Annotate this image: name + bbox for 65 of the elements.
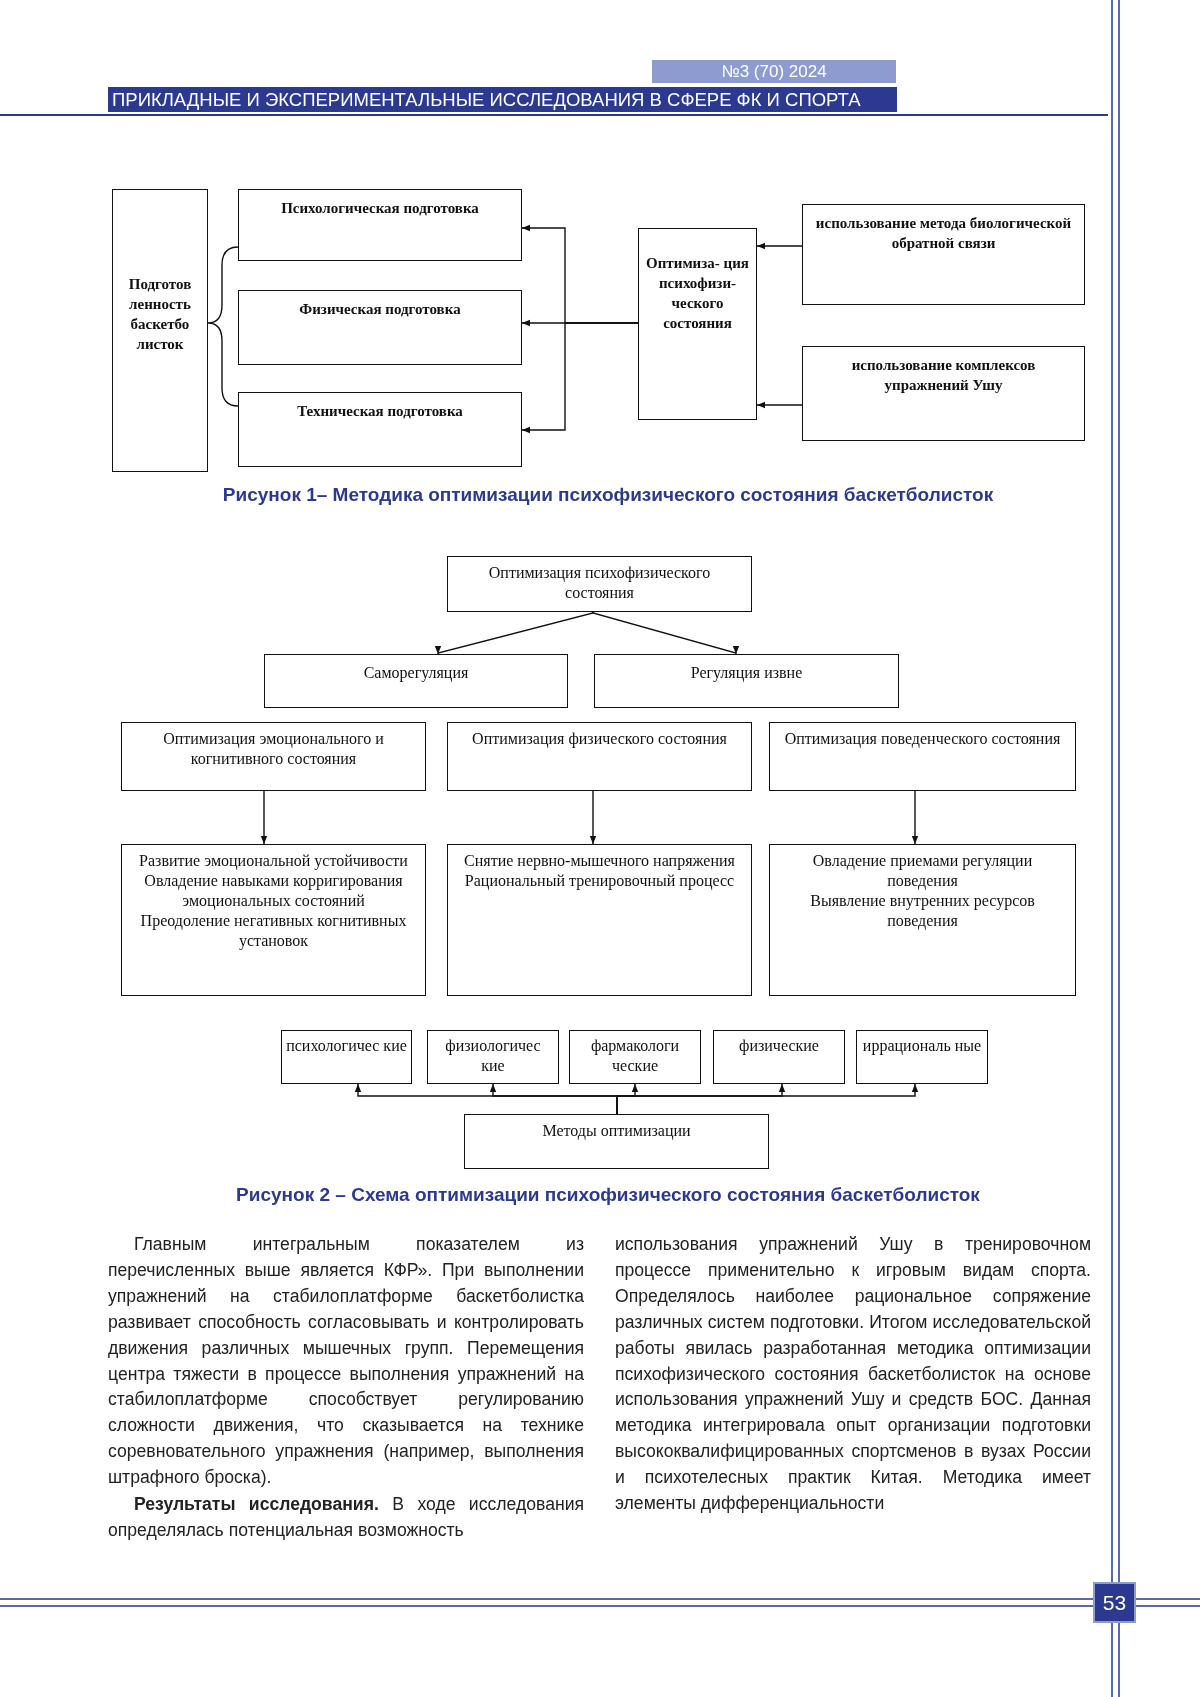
- arrow: [911, 790, 919, 845]
- box-label: Преодоление негативных когнитивных установок: [139, 911, 408, 951]
- arrow: [434, 611, 594, 655]
- box-label: Оптимизация физического состояния: [471, 729, 728, 749]
- arrow: [756, 242, 803, 250]
- body-paragraph: Результаты исследования. В ходе исследования определялась потенциальная возможность: [108, 1493, 584, 1542]
- arrow: [616, 1083, 919, 1115]
- process-box: [713, 1030, 845, 1084]
- box-label: Техническая подготовка: [296, 402, 464, 421]
- box-label: использование метода биологической обратной связи: [814, 214, 1073, 253]
- body-paragraph: Главным интегральным показателем из перечисленных выше является КФР». При выполнении упражнений на стабилоплатформе баскетболистка развивает способность согласовывать и контролировать движения различных мышечных групп. Перемещения центра тяжести в процессе выполнения упражнений на стабилоплатформе способствует регулированию сложности движения, что сказывается на технике соревновательного упражнения (например, выполнения штрафного броска).: [108, 1233, 584, 1490]
- process-box: [281, 1030, 412, 1084]
- box-label: иррациональ ные: [861, 1036, 983, 1056]
- process-box: [802, 204, 1085, 305]
- process-box: [238, 189, 522, 261]
- arrow: [260, 790, 268, 845]
- box-label: Развитие эмоциональной устойчивости: [138, 851, 409, 871]
- section-banner: ПРИКЛАДНЫЕ И ЭКСПЕРИМЕНТАЛЬНЫЕ ИССЛЕДОВАНИЯ В СФЕРЕ ФК И СПОРТА: [108, 87, 897, 112]
- box-label: Оптимизация психофизического состояния: [487, 563, 712, 603]
- process-box: [238, 290, 522, 365]
- process-box: [769, 722, 1076, 791]
- box-label: Саморегуляция: [362, 663, 470, 683]
- arrow: [592, 611, 740, 655]
- arrow: [589, 790, 597, 845]
- box-label: психологичес кие: [286, 1036, 407, 1056]
- box-label: Подготов ленность баскетбо листок: [127, 275, 193, 354]
- box-label: Выявление внутренних ресурсов поведения: [809, 891, 1036, 931]
- body-paragraph: использования упражнений Ушу в тренировочном процессе применительно к игровым видам спорта. Определялось наиболее рациональное сопряжение различных систем подготовки. Итогом исследовательской работы явилась разработанная методика оптимизации психофизического состояния баскетболисток на основе использования упражнений Ушу и средств БОС. Данная методика интегрировала опыт организации подготовки высококвалифицированных спортсменов в вузах России и психотелесных практик Китая. Методика имеет элементы дифференциальности: [615, 1233, 1091, 1516]
- process-box: [447, 722, 752, 791]
- figure-caption: Рисунок 1– Методика оптимизации психофизического состояния баскетболисток: [221, 484, 995, 506]
- box-label: Снятие нервно-мышечного напряжения: [463, 851, 736, 871]
- figure-caption: Рисунок 2 – Схема оптимизации психофизического состояния баскетболисток: [235, 1184, 981, 1206]
- process-box: [769, 844, 1076, 996]
- process-box: [264, 654, 568, 708]
- process-box: [464, 1114, 769, 1169]
- process-box: [447, 556, 752, 612]
- arrow: [756, 401, 803, 409]
- process-box: [638, 228, 757, 420]
- process-box: [121, 722, 426, 791]
- box-label: Оптимизация поведенческого состояния: [783, 729, 1062, 749]
- box-label: фармакологи ческие: [589, 1036, 681, 1076]
- arrow: [521, 322, 639, 434]
- process-box: [238, 392, 522, 467]
- box-label: Психологическая подготовка: [280, 199, 480, 218]
- process-box: [594, 654, 899, 708]
- process-box: [569, 1030, 701, 1084]
- box-label: Регуляция извне: [689, 663, 804, 683]
- box-label: Овладение навыками корригирования эмоциональных состояний: [143, 871, 404, 911]
- page-number: 53: [1093, 1582, 1136, 1623]
- box-label: Оптимизация эмоционального и когнитивного состояния: [162, 729, 385, 769]
- process-box: [447, 844, 752, 996]
- box-label: Овладение приемами регуляции поведения: [811, 851, 1034, 891]
- process-box: [121, 844, 426, 996]
- box-label: использование комплексов упражнений Ушу: [850, 356, 1037, 395]
- process-box: [427, 1030, 559, 1084]
- box-label: физические: [738, 1036, 820, 1056]
- process-box: [856, 1030, 988, 1084]
- box-label: Методы оптимизации: [541, 1121, 692, 1141]
- box-label: Физическая подготовка: [298, 300, 462, 319]
- box-label: Рациональный тренировочный процесс: [463, 871, 736, 891]
- process-box: [112, 189, 208, 472]
- process-box: [802, 346, 1085, 441]
- issue-number: №3 (70) 2024: [652, 60, 896, 83]
- box-label: Оптимиза- ция психофизи- ческого состояния: [645, 254, 750, 333]
- box-label: физиологичес кие: [444, 1036, 542, 1076]
